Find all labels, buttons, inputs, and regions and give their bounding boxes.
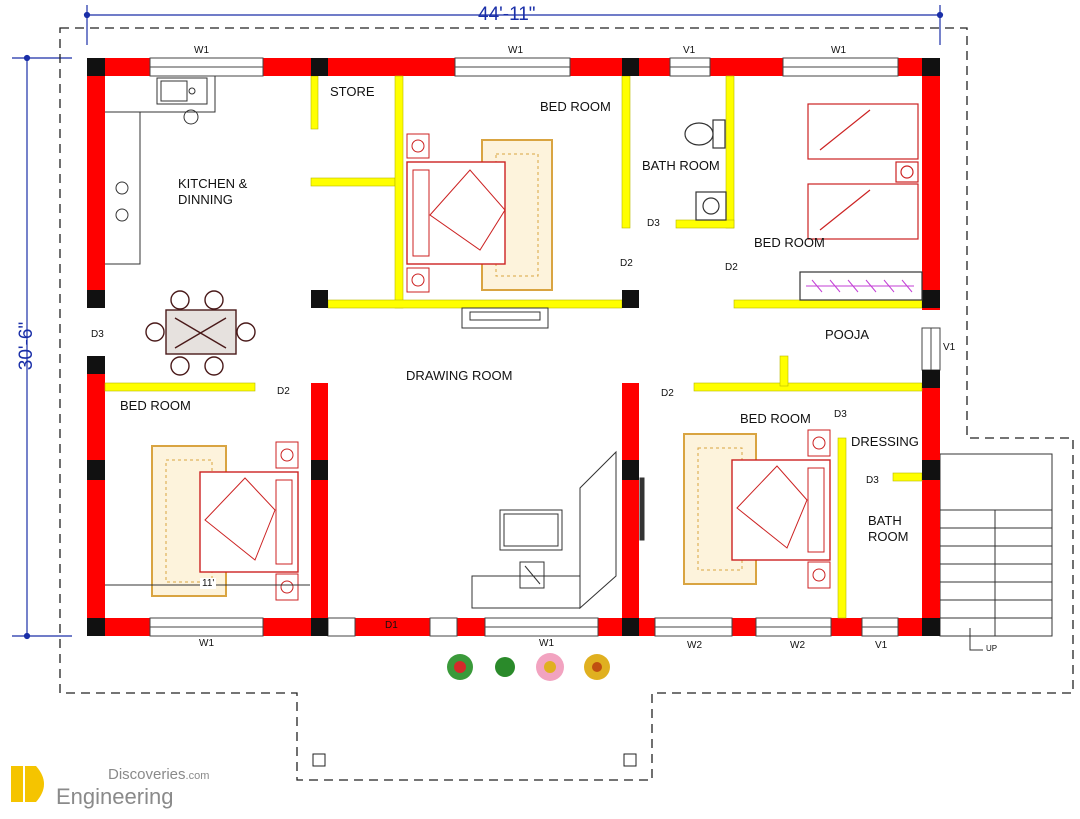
brand-line2: Engineering (56, 784, 174, 809)
dimension-lines (12, 5, 944, 640)
door-label: D2 (277, 386, 290, 397)
bed-right (683, 429, 831, 589)
brand-logo-icon (11, 766, 44, 802)
window-label: W1 (508, 45, 523, 56)
room-kitchen-line2: DINNING (178, 192, 233, 207)
room-bedroom-left: BED ROOM (120, 398, 191, 413)
room-store: STORE (330, 84, 375, 99)
plot-boundary (59, 27, 1074, 781)
width-dimension: 44'-11" (478, 4, 536, 25)
sofa-set (471, 450, 645, 610)
door-label: D3 (91, 329, 104, 340)
window-label: W2 (687, 640, 702, 651)
window-label: W1 (199, 638, 214, 649)
room-kitchen: KITCHEN & (178, 176, 248, 191)
door-label: D3 (866, 475, 879, 486)
window-label: W2 (790, 640, 805, 651)
brand-line1: Discoveries.com (108, 766, 209, 783)
bed-top-center (406, 133, 553, 293)
room-bath2: BATH (868, 513, 902, 528)
plants (447, 653, 610, 681)
stair-up-label: UP (986, 644, 998, 653)
windows (149, 57, 941, 637)
porch-post-right (623, 753, 637, 767)
columns (87, 58, 940, 636)
room-bathroom-top: BATH ROOM (642, 158, 720, 173)
staircase (939, 453, 1053, 651)
bed-dimension: 11' (200, 578, 217, 589)
porch-post-left (312, 753, 326, 767)
ventilator-label: V1 (683, 45, 696, 56)
bathroom-fixtures (684, 119, 727, 221)
door-label: D2 (725, 262, 738, 273)
door-label: D3 (834, 409, 847, 420)
door-label: D1 (385, 620, 398, 631)
ventilator-label: V1 (943, 342, 956, 353)
door-label: D2 (661, 388, 674, 399)
bed-left (105, 441, 310, 601)
room-pooja: POOJA (825, 327, 870, 342)
room-bedroom-top-right: BED ROOM (754, 235, 825, 250)
room-bath2-line2: ROOM (868, 529, 909, 544)
room-bedroom-top-center: BED ROOM (540, 99, 611, 114)
room-dressing: DRESSING (851, 434, 919, 449)
ventilator-label: V1 (875, 640, 888, 651)
kitchen-counter (105, 76, 216, 265)
dining-table (145, 290, 256, 376)
window-label: W1 (831, 45, 846, 56)
tv-unit (461, 307, 549, 329)
brand-line1-suffix: .com (185, 770, 210, 782)
room-bedroom-right: BED ROOM (740, 411, 811, 426)
window-label: W1 (194, 45, 209, 56)
room-drawing: DRAWING ROOM (406, 368, 513, 383)
brand-line1-text: Discoveries (108, 766, 186, 783)
door-label: D3 (647, 218, 660, 229)
twin-beds-top-right (799, 103, 923, 301)
window-label: W1 (539, 638, 554, 649)
height-dimension: 30'-6" (16, 321, 37, 371)
door-label: D2 (620, 258, 633, 269)
